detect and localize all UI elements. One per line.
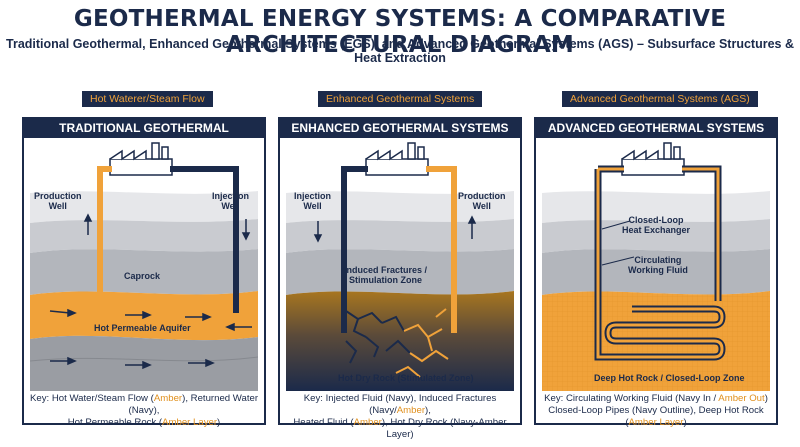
panel-egs: ENHANCED GEOTHERMAL SYSTEMS (EGS)	[278, 117, 522, 440]
egs-diagram	[286, 142, 514, 391]
label-working-fluid: Circulating Working Fluid	[628, 255, 688, 275]
label-caprock: Caprock	[124, 271, 161, 281]
legend-key: Key: Hot Water/Steam Flow (Amber), Retur…	[29, 393, 259, 428]
panel-ags: ADVANCED GEOTHERMAL SYSTEMS (AGS) Closed…	[534, 117, 778, 428]
page-subtitle: Traditional Geothermal, Enhanced Geother…	[6, 37, 794, 65]
power-plant-icon	[365, 142, 429, 176]
traditional-diagram	[30, 142, 258, 391]
label-injection-well: Injection Well	[294, 191, 332, 211]
fracture-network	[345, 310, 411, 364]
label-hot-dry-rock: Hot Dry Rock (Stimulated Zone)	[338, 373, 474, 383]
legend-key: Key: Circulating Working Fluid (Navy In …	[544, 393, 768, 428]
label-deep-hot-rock: Deep Hot Rock / Closed-Loop Zone	[594, 373, 745, 383]
panel-traditional: TRADITIONAL GEOTHERMAL Production Well	[22, 117, 266, 428]
power-plant-icon	[109, 142, 173, 176]
legend-key: Key: Injected Fluid (Navy), Induced Frac…	[293, 393, 507, 440]
power-plant-icon	[621, 142, 685, 176]
panel-tag-egs: Enhanced Geothermal Systems	[318, 91, 483, 107]
label-injection-well: Injection Well	[212, 191, 250, 211]
label-production-well: Production Well	[34, 191, 82, 211]
panel-heading: TRADITIONAL GEOTHERMAL	[24, 119, 264, 138]
label-fractures: Induced Fractures / Stimulation Zone	[344, 265, 428, 285]
panel-heading: ADVANCED GEOTHERMAL SYSTEMS (AGS)	[536, 119, 776, 154]
panel-tag-ags: Advanced Geothermal Systems (AGS)	[562, 91, 758, 107]
ags-diagram	[542, 142, 770, 391]
label-heat-exchanger: Closed-Loop Heat Exchanger	[622, 215, 691, 235]
label-production-well: Production Well	[458, 191, 506, 211]
panel-heading: ENHANCED GEOTHERMAL SYSTEMS (EGS)	[280, 119, 520, 154]
panel-tag-traditional: Hot Waterer/Steam Flow	[82, 91, 213, 107]
label-aquifer: Hot Permeable Aquifer	[94, 323, 191, 333]
page-title: GEOTHERMAL ENERGY SYSTEMS: A COMPARATIVE…	[73, 6, 727, 58]
